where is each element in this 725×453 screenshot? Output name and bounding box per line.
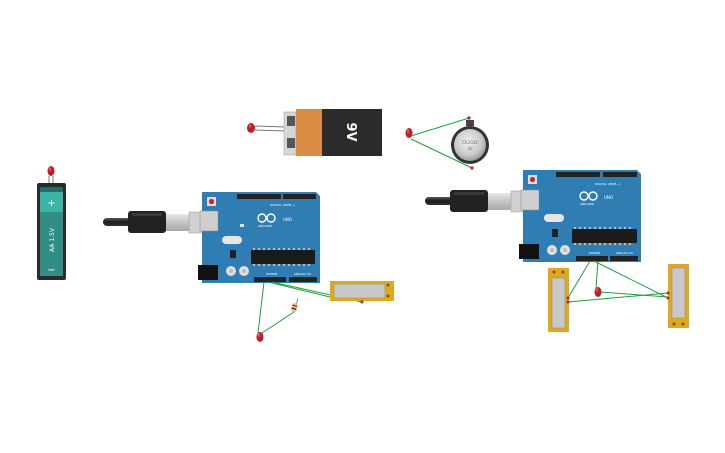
wire[interactable] [410,138,473,169]
power-label-left: POWER [266,272,277,276]
battery-9v-label: 9V [343,122,358,141]
digital-label-left: DIGITAL (PWM~) [270,203,295,207]
coin-cell-label: CR2032 [462,140,478,145]
aa-minus-label: − [47,265,55,276]
aa-battery-label: AA 1.5V [49,227,56,252]
digital-label-right: DIGITAL (PWM~) [595,182,620,186]
arduino-logo-right: UNO ARDUINO [579,191,613,206]
led-9v[interactable] [247,123,287,133]
slide-potentiometer-left[interactable] [330,281,394,304]
arduino-uno-left[interactable]: UNO ARDUINO DIGITAL (PWM~) POWER ANALOG … [198,192,320,283]
aa-battery[interactable]: + − AA 1.5V [37,166,66,280]
power-label-right: POWER [589,251,600,255]
led-right[interactable] [594,287,602,297]
svg-text:UNO: UNO [283,217,292,222]
arduino-uno-right[interactable]: UNO ARDUINO DIGITAL (PWM~) POWER ANALOG … [519,170,641,262]
coin-cell-battery[interactable]: CR2032 3V [405,116,490,170]
svg-text:ARDUINO: ARDUINO [580,202,595,206]
resistor-left[interactable] [291,297,299,313]
wire[interactable] [410,117,470,137]
wire[interactable] [257,281,265,334]
wire[interactable] [567,292,669,303]
led-left[interactable] [256,332,264,342]
right-circuit[interactable] [548,260,690,332]
wire[interactable] [261,311,295,334]
wire[interactable] [599,291,669,298]
usb-cable-left[interactable] [103,211,204,234]
left-circuit[interactable] [256,281,395,342]
slide-potentiometer-right-b[interactable] [666,264,690,328]
coin-cell-sublabel: 3V [467,146,473,151]
analog-label-left: ANALOG IN [294,272,311,276]
aa-plus-label: + [47,198,55,209]
wire[interactable] [567,260,591,299]
wire[interactable] [593,260,669,299]
usb-cable-right[interactable] [425,190,526,213]
led-coin[interactable] [405,128,413,138]
arduino-logo-left: UNO ARDUINO [257,213,292,228]
wire[interactable] [267,281,331,298]
svg-text:UNO: UNO [604,195,613,200]
wire[interactable] [595,260,599,289]
led-aa[interactable] [47,166,55,184]
analog-label-right: ANALOG IN [616,251,633,255]
battery-9v[interactable]: 9V [247,109,382,156]
slide-potentiometer-right-a[interactable] [548,268,570,332]
svg-text:ARDUINO: ARDUINO [258,224,273,228]
